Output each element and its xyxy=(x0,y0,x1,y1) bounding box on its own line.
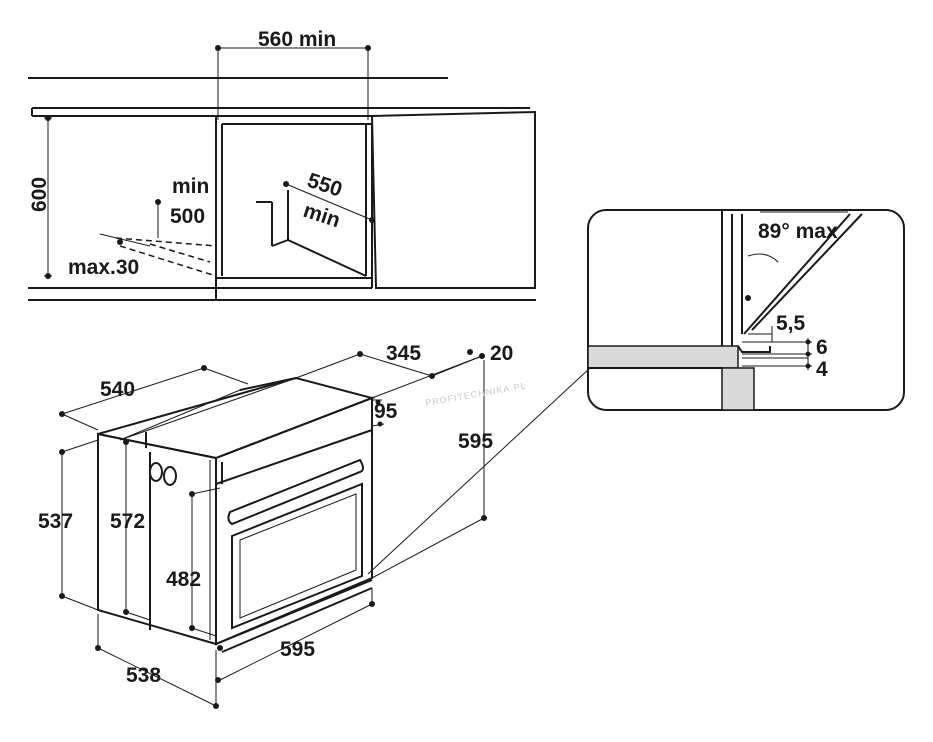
oven-depth-540: 540 xyxy=(100,378,135,401)
detail-dim-6: 6 xyxy=(816,336,828,359)
oven-height-537: 537 xyxy=(38,510,73,533)
oven-height-595: 595 xyxy=(458,430,493,453)
niche-depth-qualifier: min xyxy=(300,199,343,232)
oven-dim-20: 20 xyxy=(490,342,513,365)
niche-width-label: 560 min xyxy=(258,28,336,51)
hinge-detail-callout: 89° max 5,5 6 4 xyxy=(367,209,905,575)
oven-height-572: 572 xyxy=(110,510,145,533)
niche-height-label: 600 xyxy=(28,177,51,212)
oven-depth-538: 538 xyxy=(126,664,161,687)
cabinet-niche: 560 min 600 550 min min 500 max.30 xyxy=(28,28,536,301)
detail-dim-4: 4 xyxy=(816,358,828,381)
watermark: PROFITECHNIKA.PL xyxy=(425,380,528,408)
oven-height-482: 482 xyxy=(166,568,201,591)
detail-angle-label: 89° max xyxy=(758,220,838,243)
oven-width-595: 595 xyxy=(280,638,315,661)
vent-label-min: min xyxy=(172,175,209,198)
niche-depth-label: 550 xyxy=(304,169,344,202)
oven-dim-345: 345 xyxy=(386,342,421,365)
gap-label: max.30 xyxy=(68,256,139,279)
detail-dim-5-5: 5,5 xyxy=(776,312,806,335)
oven-dim-95: 95 xyxy=(374,400,398,423)
vent-label-500: 500 xyxy=(170,205,205,228)
oven-body: 540 345 20 95 595 537 572 482 595 538 xyxy=(38,342,513,709)
